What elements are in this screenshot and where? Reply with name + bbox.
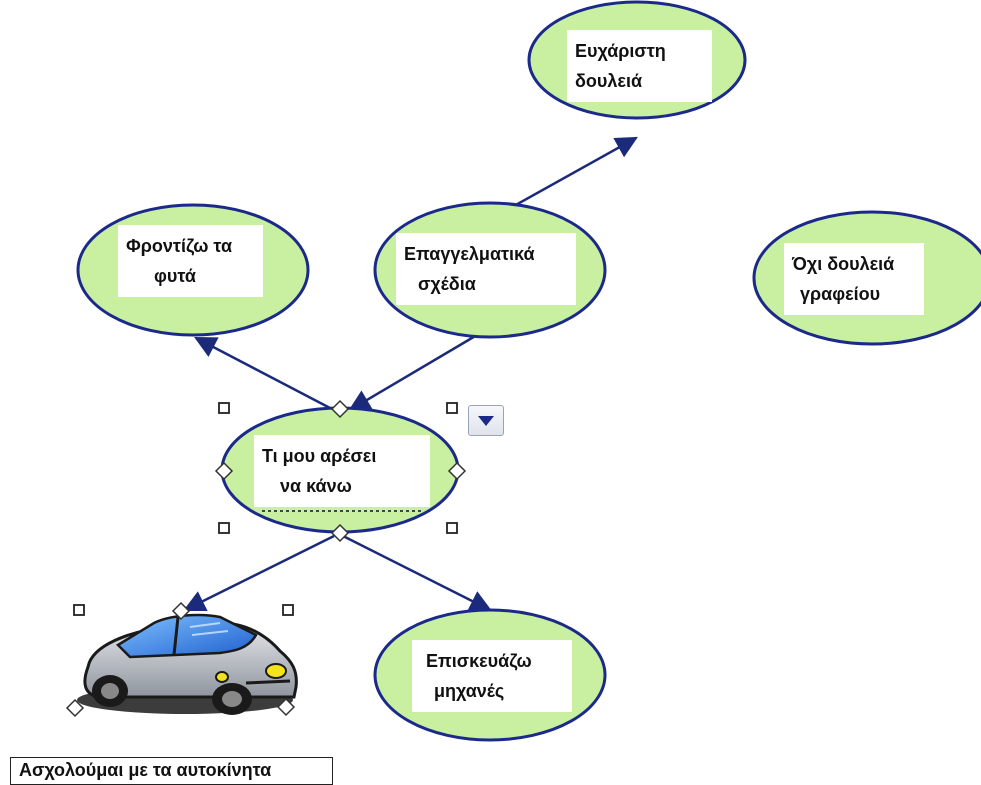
connectors [183, 136, 638, 612]
node-center-line1: Τι μου αρέσει [262, 446, 377, 466]
node-not-office-line2: γραφείου [800, 284, 881, 304]
node-not-office-label[interactable]: Όχι δουλειά γραφείου [784, 243, 924, 315]
node-machines-line2: μηχανές [434, 681, 505, 701]
arrow-center-to-car[interactable] [183, 534, 335, 612]
resize-handle[interactable] [218, 402, 230, 414]
node-plants-label[interactable]: Φροντίζω τα φυτά [118, 225, 263, 297]
node-center-label[interactable]: Τι μου αρέσει να κάνω [254, 435, 430, 507]
node-top-line2: δουλειά [575, 71, 643, 91]
arrow-center-to-machines[interactable] [342, 534, 492, 612]
connection-point[interactable] [330, 523, 350, 543]
node-not-office-line1: Όχι δουλειά [792, 254, 895, 274]
connection-point[interactable] [330, 399, 350, 419]
node-professional-line2: σχέδια [418, 274, 476, 294]
connection-point[interactable] [214, 461, 234, 481]
arrow-professional-to-center[interactable] [348, 333, 478, 412]
car-icon[interactable] [77, 613, 298, 715]
node-top-line1: Ευχάριστη [575, 41, 666, 61]
node-machines-label[interactable]: Επισκευάζω μηχανές [412, 640, 572, 712]
resize-handle[interactable] [282, 604, 294, 616]
arrow-center-to-plants[interactable] [194, 336, 331, 410]
connection-points [65, 399, 467, 718]
connection-point[interactable] [171, 601, 191, 621]
node-menu-dropdown-button[interactable] [468, 405, 504, 436]
node-machines-line1: Επισκευάζω [426, 651, 532, 671]
node-professional-label[interactable]: Επαγγελματικά σχέδια [396, 233, 576, 305]
resize-handle[interactable] [446, 522, 458, 534]
car-caption[interactable]: Ασχολούμαι με τα αυτοκίνητα [10, 757, 333, 785]
node-center-line2: να κάνω [280, 476, 352, 496]
resize-handle[interactable] [446, 402, 458, 414]
node-plants-line2: φυτά [154, 266, 196, 286]
node-professional-line1: Επαγγελματικά [404, 244, 535, 264]
node-plants-line1: Φροντίζω τα [126, 236, 233, 256]
dropdown-arrow-icon [478, 415, 494, 426]
connection-point[interactable] [65, 698, 85, 718]
selection-handles [73, 402, 458, 616]
resize-handle[interactable] [73, 604, 85, 616]
resize-handle[interactable] [218, 522, 230, 534]
node-top-label[interactable]: Ευχάριστη δουλειά [567, 30, 712, 102]
connection-point[interactable] [447, 461, 467, 481]
connection-point[interactable] [276, 697, 296, 717]
